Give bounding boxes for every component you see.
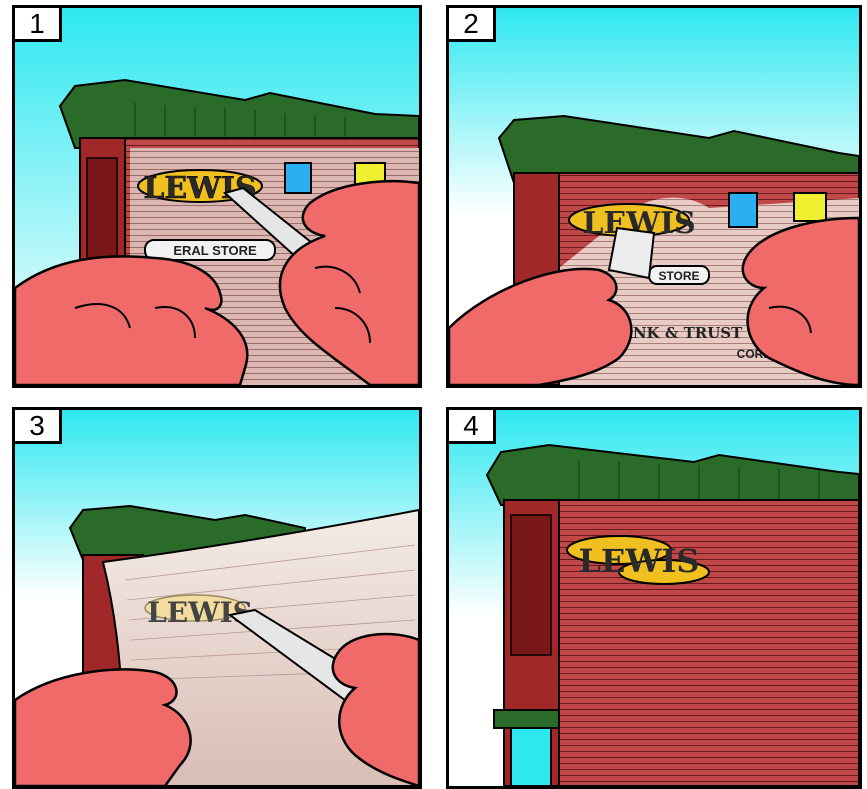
panel-4-illustration: LEWIS xyxy=(449,410,859,786)
panel-1-illustration: LEWIS ERAL STORE xyxy=(15,8,419,385)
panel-3: 3 LEWIS xyxy=(12,407,422,789)
awning xyxy=(494,710,559,728)
panel-number: 3 xyxy=(15,410,62,444)
lewis-sign-text: LEWIS xyxy=(579,542,700,580)
panel-4: 4 LEWIS xyxy=(446,407,862,789)
poster-yellow xyxy=(794,193,826,221)
store-text: STORE xyxy=(658,269,699,283)
panel-number: 1 xyxy=(15,8,62,42)
left-hand xyxy=(15,669,191,786)
panel-1: 1 LEWIS xyxy=(12,5,422,388)
panel-number: 2 xyxy=(449,8,496,42)
poster-blue xyxy=(729,193,757,227)
panel-number: 4 xyxy=(449,410,496,444)
bank-text: BANK & TRUST Co xyxy=(609,324,770,342)
panel-3-illustration: LEWIS xyxy=(15,410,419,786)
panel-2-illustration: LEWIS STORE BANK & TRUST Co CORE xyxy=(449,8,859,385)
poster-blue xyxy=(285,163,311,193)
panel-2: 2 LEWIS STORE BANK & TRUST Co CORE xyxy=(446,5,862,388)
window xyxy=(511,728,551,786)
peeled-decal xyxy=(609,228,654,278)
general-store-text: ERAL STORE xyxy=(173,243,257,258)
lewis-sign-text: LEWIS xyxy=(147,596,253,629)
